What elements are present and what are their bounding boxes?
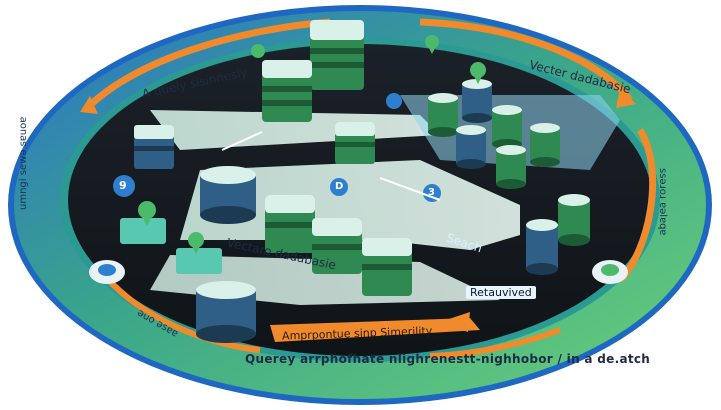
server-stack-top — [310, 20, 364, 90]
label-retrieved: Retauvived — [466, 286, 536, 299]
arc-right — [617, 128, 657, 283]
double-arrow-top — [221, 131, 263, 151]
step-badge-top-left — [251, 44, 265, 58]
step-9-left-text: 9 — [119, 179, 127, 192]
server-stack-mid-2 — [312, 218, 362, 274]
double-arrow-middle — [379, 177, 441, 201]
database-cylinder-vdb-6 — [496, 145, 526, 189]
database-cylinder-left — [200, 166, 256, 224]
label-ring-left: umngi sewǝ sɐuoɐ — [18, 116, 29, 210]
cube-tile-left — [120, 218, 166, 244]
step-badge-9-top — [386, 93, 402, 109]
server-stack-mid-1 — [265, 195, 315, 253]
database-cylinder-right-1 — [558, 194, 590, 246]
map-pin-icon-2 — [188, 232, 204, 254]
pathway-top — [150, 110, 440, 150]
arc-bottom-left — [97, 268, 261, 353]
map-pin-icon-4 — [425, 35, 439, 54]
map-pin-icon-3 — [470, 62, 486, 84]
map-pin-icon — [138, 201, 156, 226]
server-stack-mid-3 — [362, 238, 412, 296]
toggle-knob-right[interactable] — [592, 260, 628, 284]
step-d-text: D — [335, 181, 344, 192]
arc-top-right — [419, 18, 633, 103]
server-stack-center — [335, 122, 375, 164]
cube-tile-lower-left — [176, 248, 222, 274]
database-cylinder-vdb-2 — [462, 79, 492, 123]
toggle-knob-left[interactable] — [89, 260, 125, 284]
server-stack-left — [134, 125, 174, 169]
arc-bottom-right — [429, 327, 562, 359]
arc-top-left — [82, 18, 331, 113]
database-cylinder-bottom — [196, 281, 256, 343]
step-3-text: 3 — [428, 187, 435, 198]
database-cylinder-vdb-3 — [492, 105, 522, 149]
label-ring-right: ssǝɹoɹ ɐǝlɐqɐ — [657, 168, 668, 236]
label-bottom-caption: Querey arrphofhate nlighrenestt-nighhobo… — [245, 352, 651, 366]
arrow-head-top-left — [80, 96, 98, 114]
arrow-head-top-right — [616, 88, 636, 108]
step-badge-d — [330, 178, 348, 196]
approx-similarity-banner — [270, 318, 480, 342]
step-badge-3 — [423, 184, 441, 202]
database-cylinder-right-2 — [526, 219, 558, 275]
step-badge-9-left — [113, 175, 135, 197]
server-stack-upper-left — [262, 60, 312, 122]
database-cylinder-vdb-1 — [428, 93, 458, 137]
database-cylinder-vdb-5 — [530, 123, 560, 167]
database-cylinder-vdb-4 — [456, 125, 486, 169]
